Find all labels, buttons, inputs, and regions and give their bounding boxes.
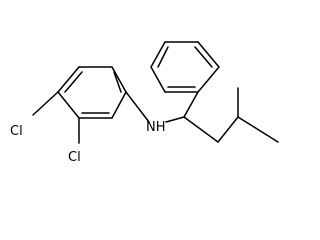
nh-ch-bond	[165, 116, 185, 123]
ring-double-bond	[64, 71, 83, 93]
dichlorophenyl-ring	[57, 66, 127, 119]
ring-bond	[111, 66, 127, 93]
ring-bond	[57, 91, 80, 119]
ring-bond	[197, 41, 220, 68]
ring-bond	[150, 41, 166, 68]
cl-upper-label: Cl	[10, 124, 23, 139]
phenyl-ring	[150, 41, 220, 93]
ring-double-bond	[157, 46, 169, 68]
ring-bond	[57, 66, 80, 93]
ring-double-bond	[113, 71, 122, 93]
ring-bond	[150, 66, 166, 93]
ring-double-bond	[194, 46, 213, 68]
ring-bond	[111, 91, 127, 119]
ch2-ch-bond	[217, 116, 239, 143]
ring-bond	[197, 66, 220, 93]
ch-phenyl-bond	[183, 91, 199, 118]
ring-nh-bond	[125, 91, 150, 123]
ch-ch2-bond	[183, 116, 219, 143]
nh-label: NH	[146, 120, 166, 135]
molecule-structure: Cl Cl NH	[10, 41, 279, 165]
cl-upper-bond	[32, 91, 59, 116]
ch-methyl-bond	[237, 116, 279, 143]
cl-lower-label: Cl	[68, 150, 81, 165]
